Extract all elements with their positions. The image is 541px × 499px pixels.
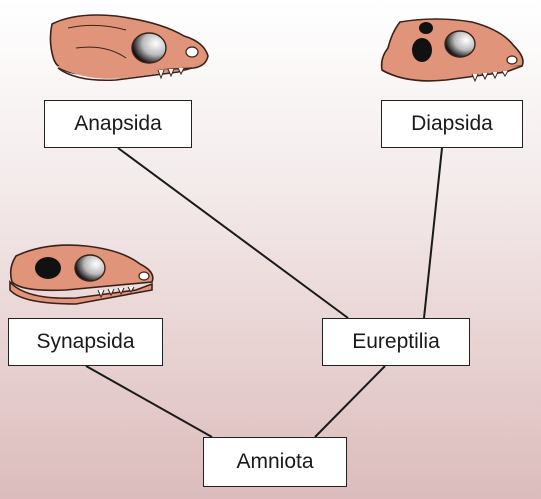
edge-eureptilia-amniota [315, 366, 385, 437]
node-diapsida[interactable]: Diapsida [381, 100, 523, 148]
diapsid-skull-icon [376, 14, 530, 88]
synapsid-skull-icon [6, 238, 160, 306]
node-synapsida[interactable]: Synapsida [8, 318, 163, 366]
node-eureptilia[interactable]: Eureptilia [322, 318, 470, 366]
anapsid-skull-icon [46, 8, 214, 90]
edge-diapsida-eureptilia [424, 148, 442, 318]
node-anapsida[interactable]: Anapsida [44, 100, 192, 148]
node-amniota[interactable]: Amniota [203, 437, 347, 487]
edge-synapsida-amniota [86, 366, 212, 437]
